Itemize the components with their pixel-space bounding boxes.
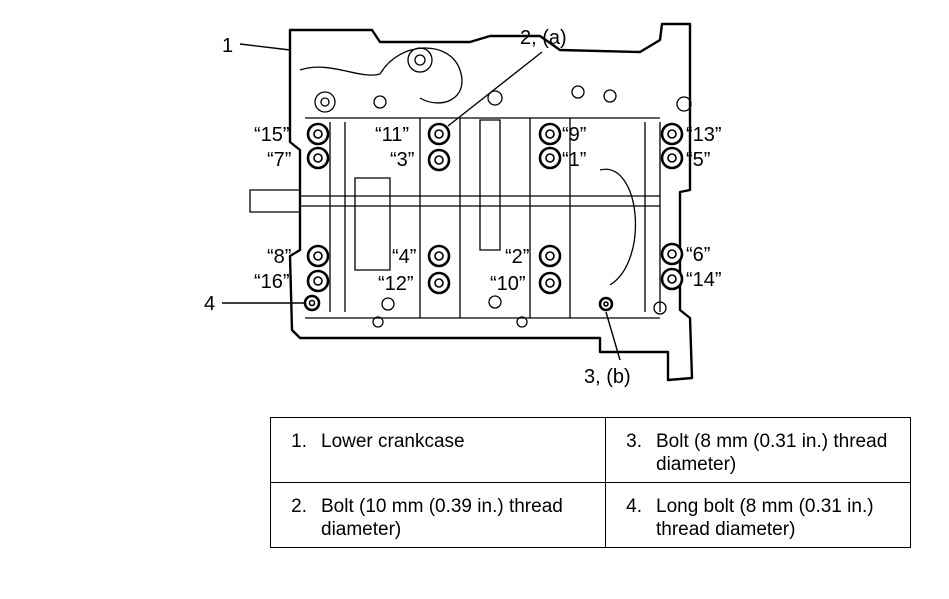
bolt-2 <box>538 244 562 268</box>
bolt-order-label: “3” <box>390 149 414 171</box>
legend-row: 1. Lower crankcase 3. Bolt (8 mm (0.31 in.… <box>270 417 911 483</box>
lower-crankcase-drawing <box>249 22 694 382</box>
bolt-4 <box>427 244 451 268</box>
bolt-order-label: “1” <box>562 149 586 171</box>
bolt-14 <box>660 267 684 291</box>
crankcase-diagram: 1 2, (a) 3, (b) 4 “15” “7” “11” “3” “9” … <box>204 22 722 388</box>
bolt-9 <box>538 122 562 146</box>
bolt-16 <box>306 269 330 293</box>
callout-4: 4 <box>204 293 215 315</box>
callout-3b: 3, (b) <box>584 366 631 388</box>
legend-number: 2. <box>291 496 307 517</box>
legend-cell: 3. Bolt (8 mm (0.31 in.) thread diameter) <box>605 417 911 483</box>
legend-text: Long bolt (8 mm (0.31 in.) thread diamet… <box>656 496 874 540</box>
bolt-order-label: “9” <box>562 124 586 146</box>
bolt-order-label: “16” <box>254 271 290 293</box>
bolt-order-label: “10” <box>490 273 526 295</box>
leader-lines <box>222 43 621 361</box>
legend-cell: 1. Lower crankcase <box>270 417 606 483</box>
bolt-13 <box>660 122 684 146</box>
legend-row: 2. Bolt (10 mm (0.39 in.) thread diameter… <box>270 482 911 548</box>
bolt-5 <box>660 146 684 170</box>
legend-number: 1. <box>291 431 307 452</box>
bolt-7 <box>306 146 330 170</box>
bolt-8 <box>306 244 330 268</box>
bolt-order-label: “6” <box>686 244 710 266</box>
bolt-order-label: “4” <box>392 246 416 268</box>
legend-number: 4. <box>626 496 642 517</box>
legend-cell: 2. Bolt (10 mm (0.39 in.) thread diameter… <box>270 482 606 548</box>
bolt-small-3 <box>598 296 614 312</box>
callout-2a: 2, (a) <box>520 27 567 49</box>
parts-legend-table: 1. Lower crankcase 3. Bolt (8 mm (0.31 in.… <box>270 417 911 548</box>
bolt-order-label: “14” <box>686 269 722 291</box>
legend-number: 3. <box>626 431 642 452</box>
bolt-10 <box>538 271 562 295</box>
legend-text: Bolt (8 mm (0.31 in.) thread diameter) <box>656 431 888 475</box>
bolt-11 <box>427 122 451 146</box>
legend-text: Bolt (10 mm (0.39 in.) thread diameter) <box>321 496 563 540</box>
bolt-order-label: “13” <box>686 124 722 146</box>
legend-cell: 4. Long bolt (8 mm (0.31 in.) thread diam… <box>605 482 911 548</box>
bolt-order-label: “8” <box>267 246 291 268</box>
bolt-1 <box>538 146 562 170</box>
bolt-15 <box>306 122 330 146</box>
bolt-markers <box>303 122 684 312</box>
bolt-small-4 <box>303 294 321 312</box>
legend-text: Lower crankcase <box>321 431 465 452</box>
bolt-order-label: “5” <box>686 149 710 171</box>
bolt-12 <box>427 271 451 295</box>
bolt-6 <box>660 242 684 266</box>
bolt-order-label: “15” <box>254 124 290 146</box>
bolt-order-label: “2” <box>505 246 529 268</box>
callout-1: 1 <box>222 35 233 57</box>
bolt-order-label: “11” <box>375 124 409 146</box>
bolt-3 <box>427 148 451 172</box>
bolt-order-label: “12” <box>378 273 414 295</box>
bolt-order-label: “7” <box>267 149 291 171</box>
